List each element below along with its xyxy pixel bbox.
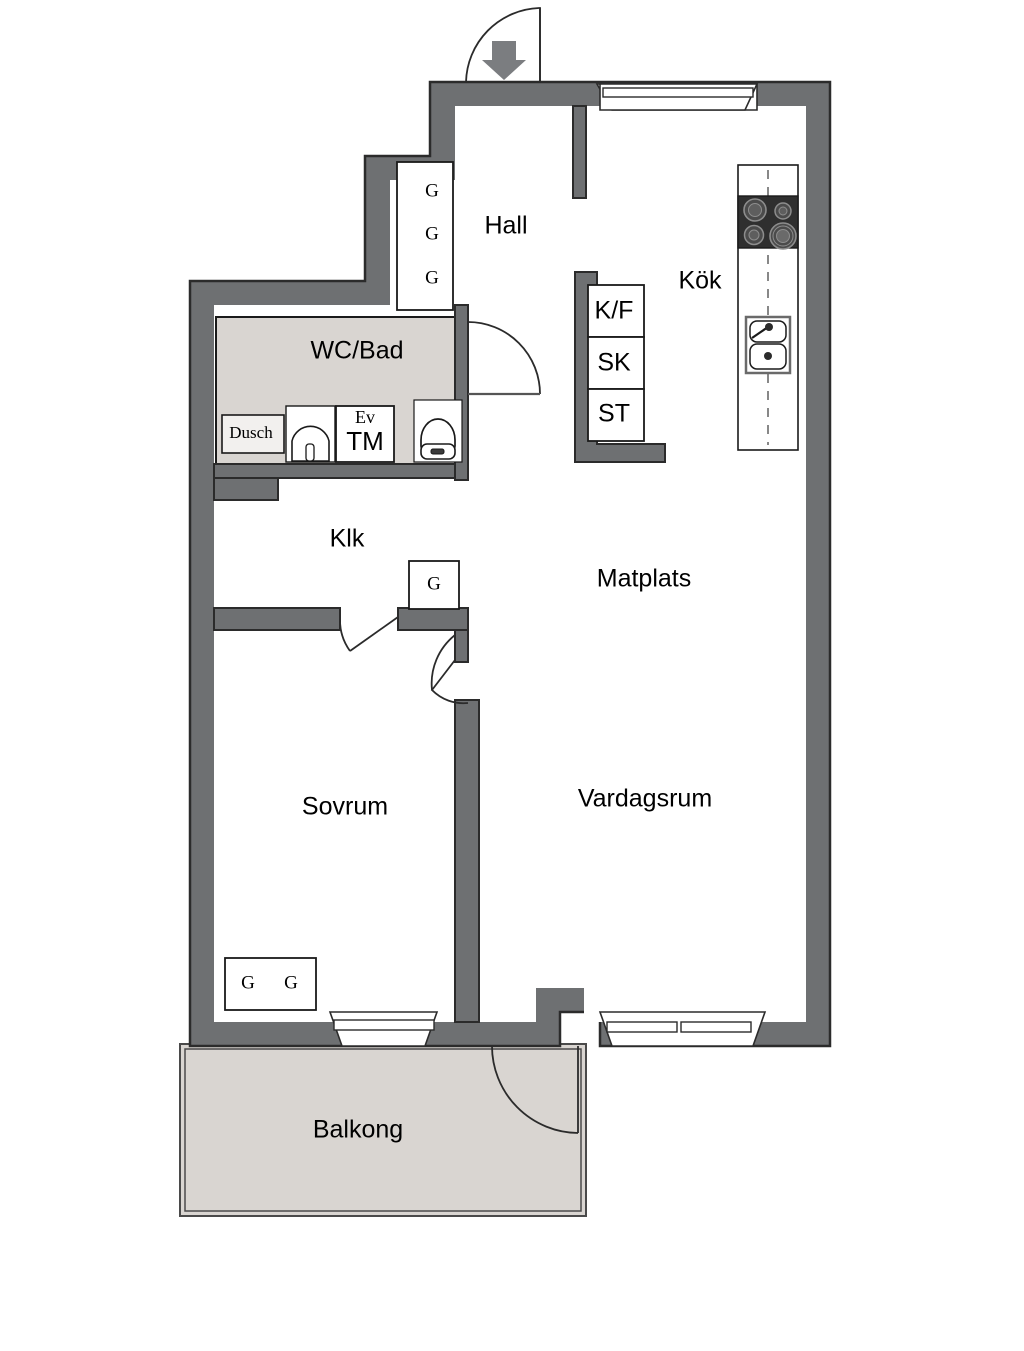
shower-label: Dusch — [229, 423, 273, 442]
burner-rear-left-inner-icon — [748, 203, 762, 217]
bathroom-door-swing — [467, 321, 541, 395]
balcony-door-swing — [491, 1045, 579, 1134]
bathroom-door — [467, 321, 541, 396]
burner-front-left-inner-icon — [748, 229, 760, 241]
sink-basin-small-icon — [749, 320, 787, 343]
cabinet-box-st — [587, 388, 645, 442]
bedroom-door-swing — [430, 634, 456, 691]
room-label-sovrum: Sovrum — [302, 793, 388, 821]
wall-livingroom-stub — [454, 629, 469, 663]
wall-bedroom-livingroom — [454, 699, 480, 1023]
washing-machine-label-tm: TM — [346, 426, 384, 456]
cabinet-label-kf: K/F — [595, 297, 634, 325]
bedroom-wardrobes: G G — [224, 957, 317, 1011]
basin-drain-icon — [305, 443, 315, 462]
kitchen-counter — [737, 164, 799, 451]
bedroom-door — [430, 634, 469, 705]
room-label-kok: Kök — [678, 267, 722, 295]
faucet-head-icon — [765, 323, 773, 331]
cabinet-label-sk: SK — [597, 349, 631, 377]
kitchen-cabinets: K/F SK ST — [587, 284, 645, 442]
entrance-door — [465, 7, 541, 83]
bathroom-fixtures: Dusch Ev TM — [221, 399, 463, 463]
room-label-vardagsrum: Vardagsrum — [578, 785, 712, 813]
room-label-balkong: Balkong — [313, 1116, 403, 1144]
shower-tray — [221, 414, 285, 454]
wardrobe-label-hall-3: G — [425, 267, 439, 288]
room-interiors — [214, 106, 806, 1022]
balcony-door — [491, 1045, 579, 1134]
klk-wardrobe-box — [408, 560, 460, 610]
livingroom-window-glass-right — [680, 1021, 752, 1033]
washing-machine-box — [335, 405, 395, 463]
wardrobe-label-hall-1: G — [425, 180, 439, 201]
faucet-spout-icon — [751, 326, 769, 339]
balcony-area: Balkong — [179, 1043, 587, 1217]
room-labels: Hall Kök Klk Matplats Sovrum Vardagsrum — [302, 212, 722, 821]
livingroom-window — [598, 1011, 767, 1047]
klk-door-swing — [339, 618, 351, 652]
room-label-klk: Klk — [330, 525, 365, 553]
room-label-hall: Hall — [484, 212, 527, 240]
klk-wardrobe: G — [408, 560, 460, 610]
room-label-matplats: Matplats — [597, 565, 691, 593]
entrance-door-swing — [465, 7, 541, 83]
bedroom-window-glass — [333, 1019, 435, 1031]
hall-wardrobes: G G G — [396, 161, 454, 311]
bedroom-door-leaf — [430, 659, 469, 705]
wardrobe-label-hall-2: G — [425, 223, 439, 244]
burner-front-right-inner-icon — [776, 229, 790, 243]
kitchen-window — [595, 83, 759, 111]
klk-door-leaf — [349, 616, 399, 652]
wall-hall-kitchen-stub — [572, 105, 587, 199]
kitchen-window-glass — [602, 87, 754, 98]
cabinet-label-st: ST — [598, 400, 630, 428]
room-label-wcbad: WC/Bad — [310, 337, 403, 365]
wardrobe-label-klk: G — [427, 573, 441, 594]
hall-wardrobe-box — [396, 161, 454, 311]
livingroom-window-glass-left — [606, 1021, 678, 1033]
wall-bathroom-south — [213, 463, 469, 479]
walk-in-closet-door — [339, 616, 399, 652]
wardrobe-label-sovrum-1: G — [241, 972, 255, 993]
burner-rear-right-inner-icon — [778, 206, 788, 216]
wardrobe-label-sovrum-2: G — [284, 972, 298, 993]
bedroom-window — [328, 1011, 439, 1047]
bedroom-wardrobe-box — [224, 957, 317, 1011]
toilet-flush-icon — [430, 448, 445, 455]
entrance-arrow-icon — [482, 41, 526, 80]
sink-drain-icon — [764, 352, 772, 360]
washing-machine-label-ev: Ev — [355, 407, 375, 427]
